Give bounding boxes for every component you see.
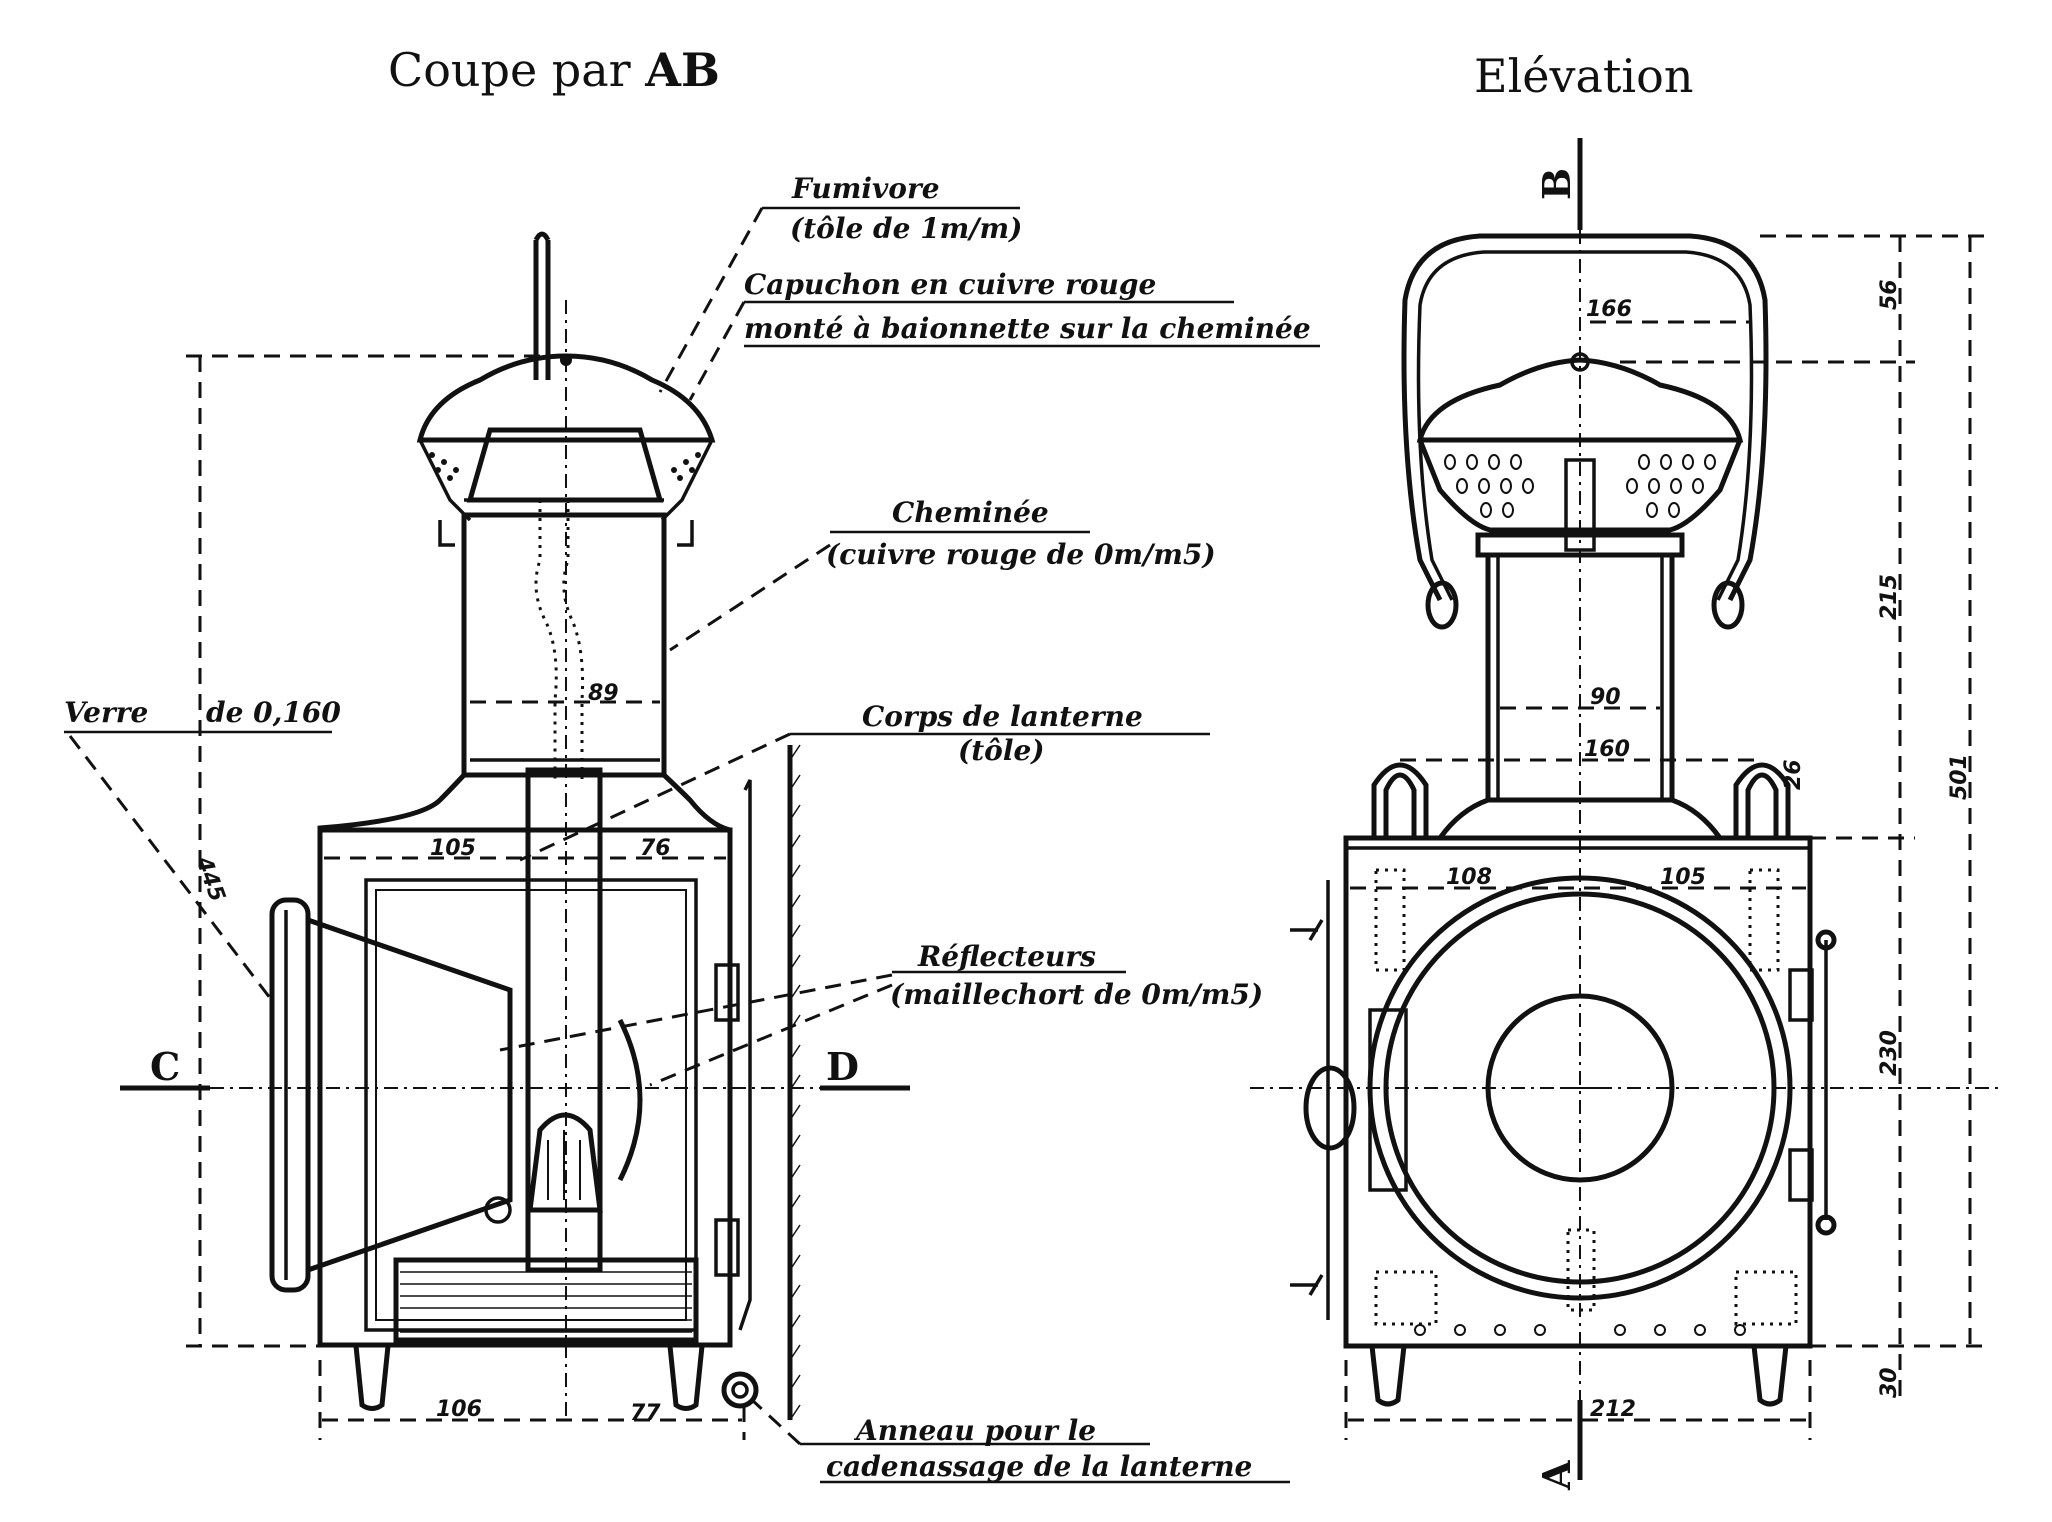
label-verre-dim: de 0,160 [206,696,341,729]
leader-cheminee [669,543,831,652]
burner [527,1112,603,1213]
elevation-body [1343,835,1813,1349]
elevation-foot-right [1751,1345,1789,1407]
elevation-foot-left [1369,1345,1407,1407]
dim-label-89: 89 [588,681,619,706]
door-latch-left [1368,1008,1408,1192]
fuel-tank [393,1257,699,1343]
label-capuchon-2: monté à baionnette sur la cheminée [744,312,1311,345]
dim-label-76: 76 [640,836,671,861]
title-section-ab: Coupe par AB [388,43,720,97]
dim-label-501: 501 [1947,754,1972,800]
leader-reflecteurs [499,973,893,1052]
dim-label-108: 108 [1446,865,1492,890]
dim-label-212: 212 [1590,1397,1636,1422]
padlock-ring [721,1371,759,1409]
section-marker-b: B [1534,168,1579,200]
lug-left [1383,772,1417,838]
dim-label-106: 106 [436,1397,482,1422]
foot-right [667,1345,705,1411]
hinge-right-upper [1788,968,1814,1022]
chimney [461,512,667,778]
dim-label-230: 230 [1877,1030,1902,1076]
label-reflecteurs: Réflecteurs [917,940,1096,973]
reflector [307,917,513,1273]
dim-label-160: 160 [1584,737,1630,762]
handle-pivot-left [1425,580,1459,630]
carrying-handle [1401,233,1769,602]
burner-column [525,767,603,1273]
label-corps: Corps de lanterne [862,700,1143,733]
front-glass [269,897,311,1293]
handle-pivot-right [1711,580,1745,630]
elevation-cap-perforations [1444,454,1716,518]
label-reflecteurs-sub: (maillechort de 0m/m5) [890,978,1263,1011]
leader-corps [519,732,791,862]
wall-hatching [789,744,801,1421]
elevation-chimney [1485,552,1675,803]
dim-label-30: 30 [1877,1367,1902,1398]
elevation-shoulder [1437,797,1723,840]
leader-anneau [750,1398,802,1446]
label-cheminee-sub: (cuivre rouge de 0m/m5) [826,538,1216,571]
label-verre: Verre [64,696,148,729]
cap-latch [1564,458,1596,552]
foot-left [353,1345,391,1411]
rear-reflector [617,1018,643,1182]
hinge-right-lower [1788,1148,1814,1202]
hinge-lower [714,1218,740,1277]
rivets [1414,1324,1746,1336]
annotations: Fumivore (tôle de 1m/m) Capuchon en cuiv… [64,172,1320,1484]
dim-label-56: 56 [1877,279,1902,310]
label-capuchon-1: Capuchon en cuivre rouge [744,268,1156,301]
title-elevation: Elévation [1474,49,1693,103]
dim-label-90: 90 [1590,685,1621,710]
body-shoulder [317,773,731,840]
dim-label-105: 105 [1660,865,1706,890]
elevation-view: B A 166 [1250,138,2000,1491]
label-fumivore-sub: (tôle de 1m/m) [790,212,1022,245]
dim-label-105: 105 [430,836,476,861]
lug-right [1745,772,1779,838]
label-anneau-1: Anneau pour le [853,1414,1096,1447]
hinge-upper [714,963,740,1022]
section-marker-c: C [150,1044,180,1089]
elevation-cap [1416,357,1744,443]
leader-fumivore [658,207,764,393]
section-view: 445 89 [120,231,910,1440]
lens-center [1485,993,1675,1183]
dim-label-215: 215 [1877,574,1902,620]
leader-capuchon [688,301,746,401]
lens-ring-inner [1383,891,1777,1285]
dim-label-77: 77 [630,1401,661,1426]
leader-verre [68,735,272,999]
cap-perforations [429,452,701,481]
label-cheminee: Cheminée [892,496,1049,529]
dim-label-26: 26 [1781,759,1806,790]
label-fumivore: Fumivore [791,172,940,205]
door-handle [1303,1065,1357,1151]
label-corps-sub: (tôle) [958,734,1045,767]
dim-label-445: 445 [190,853,230,906]
lantern-body-section [317,827,733,1348]
section-marker-d: D [826,1044,859,1089]
section-marker-a: A [1534,1460,1579,1491]
dim-label-166: 166 [1586,297,1632,322]
label-anneau-2: cadenassage de la lanterne [826,1450,1252,1483]
